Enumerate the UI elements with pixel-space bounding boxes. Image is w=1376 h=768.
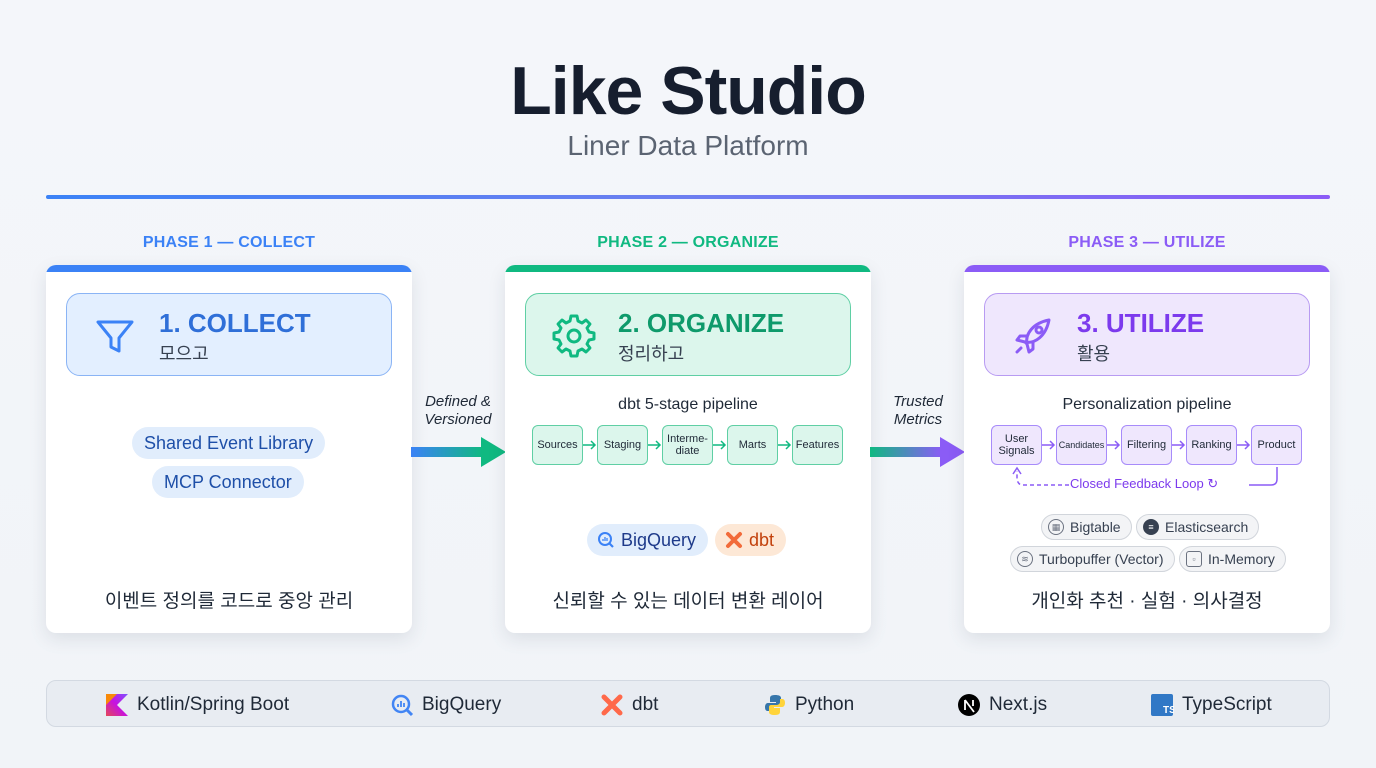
- organize-card-topbar: [505, 265, 871, 272]
- utilize-subtitle: 활용: [1077, 344, 1111, 364]
- connector-1-label: Defined & Versioned: [424, 393, 492, 428]
- connector-1-arrow: [411, 437, 506, 467]
- stage-arrow: [713, 440, 727, 450]
- gear-icon: [552, 314, 596, 358]
- stage-product: Product: [1251, 425, 1302, 465]
- utilize-card: 3. UTILIZE 활용 Personalization pipeline U…: [964, 265, 1330, 633]
- feedback-loop-label: Closed Feedback Loop ↻: [1070, 476, 1218, 492]
- in-memory-pill: ▫ In-Memory: [1179, 546, 1286, 572]
- bigquery-tech-pill: BigQuery: [587, 524, 709, 556]
- turbopuffer-pill: ≋ Turbopuffer (Vector): [1010, 546, 1175, 572]
- footer-bigquery: BigQuery: [390, 692, 501, 718]
- bigquery-icon: [598, 532, 614, 548]
- bigtable-icon: ▦: [1048, 519, 1064, 535]
- mcp-connector-pill: MCP Connector: [152, 466, 304, 498]
- collect-caption: 이벤트 정의를 코드로 중앙 관리: [104, 591, 354, 612]
- stage-arrow: [583, 440, 597, 450]
- footer-python-label: Python: [795, 694, 855, 715]
- stage-candidates: Candidates: [1056, 425, 1107, 465]
- organize-header: 2. ORGANIZE 정리하고: [525, 293, 851, 376]
- tech-stack-bar: Kotlin/Spring Boot BigQuery dbt Python N…: [46, 680, 1330, 727]
- svg-text:TS: TS: [1163, 705, 1174, 716]
- chip-icon: ▫: [1186, 551, 1202, 567]
- turbopuffer-label: Turbopuffer (Vector): [1039, 551, 1164, 567]
- connector-2-arrow: [870, 437, 965, 467]
- dbt-label: dbt: [749, 530, 775, 550]
- footer-kotlin: Kotlin/Spring Boot: [105, 692, 289, 718]
- header-divider: [46, 195, 1330, 199]
- elasticsearch-icon: ≡: [1143, 519, 1159, 535]
- phase-3-label: PHASE 3 — UTILIZE: [1068, 234, 1226, 251]
- elasticsearch-label: Elasticsearch: [1165, 519, 1249, 535]
- stage-ranking: Ranking: [1186, 425, 1237, 465]
- bigtable-pill: ▦ Bigtable: [1041, 514, 1132, 540]
- stage-arrow: [1042, 440, 1056, 450]
- utilize-header: 3. UTILIZE 활용: [984, 293, 1310, 376]
- footer-kotlin-label: Kotlin/Spring Boot: [137, 694, 290, 715]
- bigtable-label: Bigtable: [1070, 519, 1121, 535]
- stage-features: Features: [792, 425, 843, 465]
- kotlin-icon: [106, 694, 128, 716]
- collect-card-topbar: [46, 265, 412, 272]
- refresh-icon: ↻: [1207, 476, 1219, 491]
- dbt-icon: [601, 694, 623, 716]
- utilize-card-topbar: [964, 265, 1330, 272]
- stage-staging: Staging: [597, 425, 648, 465]
- footer-typescript-label: TypeScript: [1182, 694, 1272, 715]
- stage-arrow: [778, 440, 792, 450]
- utilize-caption: 개인화 추천 · 실험 · 의사결정: [1031, 591, 1263, 612]
- collect-card: 1. COLLECT 모으고 Shared Event Library MCP …: [46, 265, 412, 633]
- footer-dbt: dbt: [600, 692, 658, 718]
- collect-subtitle: 모으고: [159, 344, 209, 364]
- nextjs-icon: [958, 694, 980, 716]
- stage-arrow: [1107, 440, 1121, 450]
- page-title: Like Studio: [510, 53, 866, 129]
- collect-header: 1. COLLECT 모으고: [66, 293, 392, 376]
- organize-card: 2. ORGANIZE 정리하고 dbt 5-stage pipeline So…: [505, 265, 871, 633]
- footer-dbt-label: dbt: [632, 694, 659, 715]
- collect-title: 1. COLLECT: [159, 308, 311, 338]
- organize-pipeline-title: dbt 5-stage pipeline: [618, 396, 758, 413]
- connector-2-label: Trusted Metrics: [893, 393, 943, 428]
- in-memory-label: In-Memory: [1208, 551, 1275, 567]
- dbt-tech-pill: dbt: [715, 524, 787, 556]
- stage-arrow: [648, 440, 662, 450]
- organize-title: 2. ORGANIZE: [618, 308, 785, 338]
- stage-sources: Sources: [532, 425, 583, 465]
- shared-event-library-pill: Shared Event Library: [132, 427, 326, 459]
- bigquery-icon: [391, 694, 414, 717]
- stage-user-signals: User Signals: [991, 425, 1042, 465]
- page-subtitle: Liner Data Platform: [567, 130, 809, 161]
- footer-bigquery-label: BigQuery: [422, 694, 502, 715]
- stage-arrow: [1172, 440, 1186, 450]
- rocket-icon: [1015, 318, 1051, 354]
- footer-typescript: TS TypeScript: [1150, 692, 1272, 718]
- typescript-icon: TS: [1151, 694, 1174, 716]
- footer-nextjs: Next.js: [957, 692, 1047, 718]
- footer-python: Python: [763, 692, 854, 718]
- utilize-title: 3. UTILIZE: [1077, 308, 1205, 338]
- elasticsearch-pill: ≡ Elasticsearch: [1136, 514, 1260, 540]
- database-icon: ≋: [1017, 551, 1033, 567]
- organize-subtitle: 정리하고: [618, 344, 685, 364]
- stage-filtering: Filtering: [1121, 425, 1172, 465]
- organize-caption: 신뢰할 수 있는 데이터 변환 레이어: [552, 591, 824, 612]
- python-icon: [765, 695, 785, 715]
- phase-1-label: PHASE 1 — COLLECT: [142, 234, 316, 251]
- filter-icon: [96, 320, 134, 353]
- footer-nextjs-label: Next.js: [989, 694, 1048, 715]
- feedback-loop-text: Closed Feedback Loop: [1070, 476, 1204, 491]
- utilize-pipeline-title: Personalization pipeline: [1062, 396, 1232, 413]
- phase-2-label: PHASE 2 — ORGANIZE: [597, 234, 779, 251]
- bigquery-label: BigQuery: [621, 530, 697, 550]
- stage-intermediate: Interme- diate: [662, 425, 713, 465]
- stage-arrow: [1237, 440, 1251, 450]
- stage-marts: Marts: [727, 425, 778, 465]
- dbt-icon: [726, 532, 742, 548]
- feedback-loop-arrow: [1012, 466, 1278, 486]
